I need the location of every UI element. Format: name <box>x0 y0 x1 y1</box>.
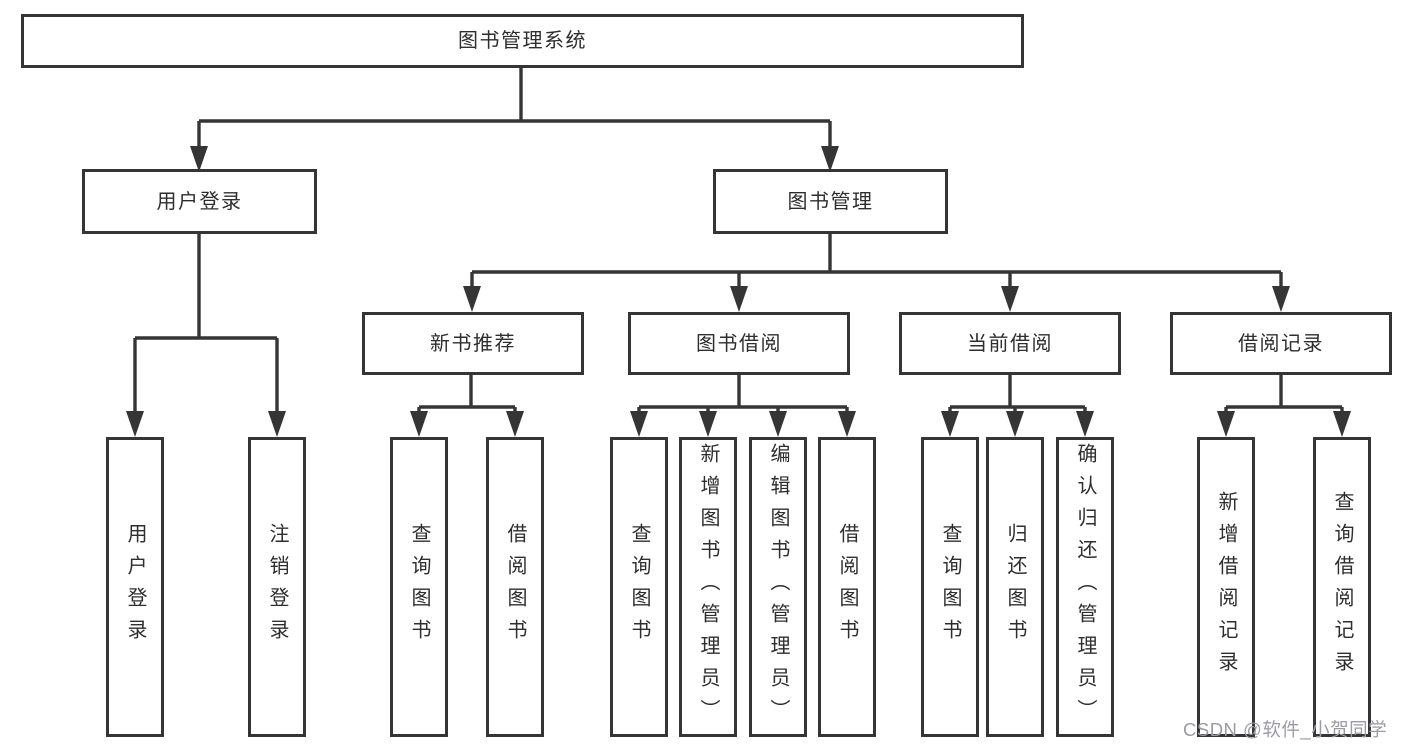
node-label: 用户登录 <box>156 190 243 213</box>
leaf-label: 新增借阅记录 <box>1215 491 1237 683</box>
leaf-label: 归还图书 <box>1004 523 1026 651</box>
leaf-label: 编辑图书（管理员） <box>767 443 789 731</box>
leaf-cb-return-books: 归还图书 <box>986 437 1044 737</box>
node-current-borrowing: 当前借阅 <box>899 312 1121 375</box>
leaf-label: 确认归还（管理员） <box>1074 443 1096 731</box>
node-label: 借阅记录 <box>1238 332 1324 355</box>
leaf-label: 查询图书 <box>939 523 961 651</box>
leaf-label: 注销登录 <box>266 523 288 651</box>
leaf-label: 借阅图书 <box>836 523 858 651</box>
leaf-bb-add-books-admin: 新增图书（管理员） <box>679 437 737 737</box>
leaf-label: 新增图书（管理员） <box>697 443 719 731</box>
leaf-bb-edit-books-admin: 编辑图书（管理员） <box>749 437 807 737</box>
watermark: CSDN @软件_小贺同学 <box>1183 719 1388 740</box>
node-label: 图书借阅 <box>696 332 782 355</box>
leaf-br-add-record: 新增借阅记录 <box>1197 437 1255 737</box>
node-user-login: 用户登录 <box>82 169 317 234</box>
leaf-label: 查询图书 <box>408 523 430 651</box>
leaf-nbr-query-books: 查询图书 <box>390 437 448 737</box>
node-library-management-system: 图书管理系统 <box>21 14 1024 68</box>
leaf-bb-query-books: 查询图书 <box>610 437 668 737</box>
node-label: 新书推荐 <box>430 332 516 355</box>
node-label: 图书管理 <box>787 190 874 213</box>
leaf-label: 查询借阅记录 <box>1331 491 1353 683</box>
node-label: 图书管理系统 <box>458 30 587 52</box>
leaf-logout: 注销登录 <box>248 437 306 737</box>
node-new-book-recommendation: 新书推荐 <box>362 312 584 375</box>
node-label: 当前借阅 <box>967 332 1053 355</box>
leaf-user-login: 用户登录 <box>106 437 164 737</box>
leaf-bb-borrow-books: 借阅图书 <box>818 437 876 737</box>
leaf-nbr-borrow-books: 借阅图书 <box>486 437 544 737</box>
node-borrowing-records: 借阅记录 <box>1170 312 1392 375</box>
node-book-management: 图书管理 <box>713 169 948 234</box>
node-book-borrowing: 图书借阅 <box>628 312 850 375</box>
leaf-cb-query-books: 查询图书 <box>921 437 979 737</box>
leaf-label: 借阅图书 <box>504 523 526 651</box>
leaf-label: 查询图书 <box>628 523 650 651</box>
leaf-br-query-record: 查询借阅记录 <box>1313 437 1371 737</box>
leaf-cb-confirm-return-admin: 确认归还（管理员） <box>1056 437 1114 737</box>
leaf-label: 用户登录 <box>124 523 146 651</box>
